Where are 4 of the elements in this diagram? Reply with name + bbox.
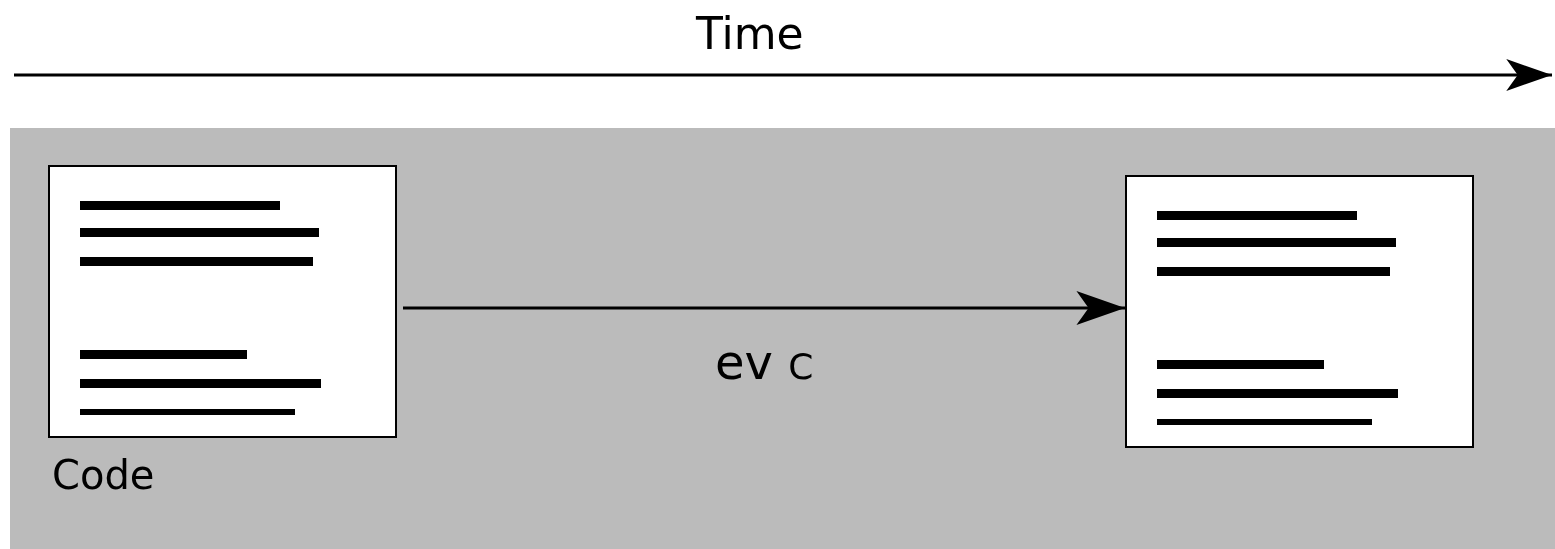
background-band xyxy=(10,128,1555,549)
arrow xyxy=(403,291,1125,325)
axis-label: Time xyxy=(696,12,804,56)
node-title: Code xyxy=(52,455,155,495)
